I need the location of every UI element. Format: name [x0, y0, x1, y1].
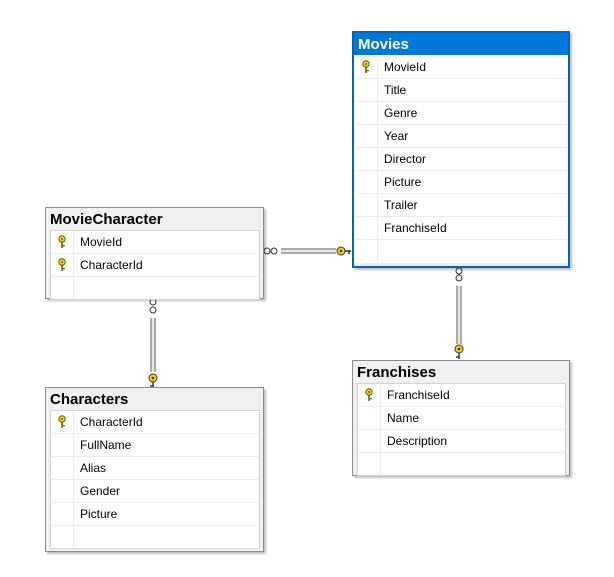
column-name: MovieId	[384, 60, 427, 74]
movies-table[interactable]: Movies MovieId Title Genre Year Director…	[352, 31, 570, 268]
column-name: Title	[384, 83, 407, 97]
primary-key-icon	[51, 231, 74, 253]
column-row[interactable]: MovieId	[355, 56, 567, 79]
column-row[interactable]: MovieId	[51, 231, 259, 254]
column-name: FranchiseId	[384, 221, 447, 235]
column-name: Trailer	[384, 198, 418, 212]
column-name: MovieId	[80, 235, 123, 249]
column-row[interactable]: FranchiseId	[355, 217, 567, 240]
column-row[interactable]: CharacterId	[51, 254, 259, 277]
primary-key-icon	[51, 411, 74, 433]
column-row[interactable]: FranchiseId	[358, 384, 565, 407]
table-title[interactable]: Characters	[46, 388, 263, 410]
column-name: CharacterId	[80, 415, 143, 429]
column-name: FullName	[80, 438, 132, 452]
key-icon	[336, 246, 351, 256]
column-list: MovieId Title Genre Year Director Pictur…	[354, 55, 568, 263]
column-name: Year	[384, 129, 409, 143]
column-name: Name	[387, 411, 420, 425]
column-name: Picture	[384, 175, 422, 189]
relationship-movies-franchises[interactable]	[455, 267, 463, 344]
relationship-moviecharacter-movies[interactable]	[263, 247, 336, 255]
many-end-icon	[455, 267, 463, 275]
primary-key-icon	[358, 384, 381, 406]
new-column-row[interactable]	[355, 240, 567, 262]
column-row[interactable]: Year	[355, 125, 567, 148]
key-icon	[454, 344, 464, 359]
primary-key-icon	[355, 56, 378, 78]
franchises-table[interactable]: Franchises FranchiseId Name Description	[352, 360, 570, 476]
column-row[interactable]: Description	[358, 430, 565, 453]
many-end-icon	[263, 247, 271, 255]
moviecharacter-table[interactable]: MovieCharacter MovieId CharacterId	[45, 207, 264, 300]
column-name: Alias	[80, 461, 107, 475]
column-row[interactable]: Director	[355, 148, 567, 171]
column-name: Genre	[384, 106, 418, 120]
column-row[interactable]: CharacterId	[51, 411, 259, 434]
table-title[interactable]: Movies	[354, 33, 568, 55]
column-name: CharacterId	[80, 258, 143, 272]
column-name: Director	[384, 152, 427, 166]
column-row[interactable]: Gender	[51, 480, 259, 503]
column-list: FranchiseId Name Description	[357, 383, 566, 476]
column-list: CharacterId FullName Alias Gender Pictur…	[50, 410, 260, 549]
table-title[interactable]: Franchises	[353, 361, 569, 383]
primary-key-icon	[51, 254, 74, 276]
new-column-row[interactable]	[358, 453, 565, 475]
column-row[interactable]: Alias	[51, 457, 259, 480]
column-row[interactable]: Title	[355, 79, 567, 102]
column-row[interactable]: Trailer	[355, 194, 567, 217]
column-name: FranchiseId	[387, 388, 450, 402]
key-icon	[148, 373, 158, 388]
column-row[interactable]: Picture	[355, 171, 567, 194]
new-column-row[interactable]	[51, 526, 259, 548]
column-row[interactable]: Genre	[355, 102, 567, 125]
column-list: MovieId CharacterId	[50, 230, 260, 300]
column-name: Description	[387, 434, 448, 448]
characters-table[interactable]: Characters CharacterId FullName Alias Ge…	[45, 387, 264, 552]
column-name: Picture	[80, 507, 118, 521]
column-name: Gender	[80, 484, 121, 498]
column-row[interactable]: Name	[358, 407, 565, 430]
column-row[interactable]: FullName	[51, 434, 259, 457]
column-row[interactable]: Picture	[51, 503, 259, 526]
new-column-row[interactable]	[51, 277, 259, 299]
table-title[interactable]: MovieCharacter	[46, 208, 263, 230]
relationship-moviecharacter-characters[interactable]	[149, 298, 157, 372]
